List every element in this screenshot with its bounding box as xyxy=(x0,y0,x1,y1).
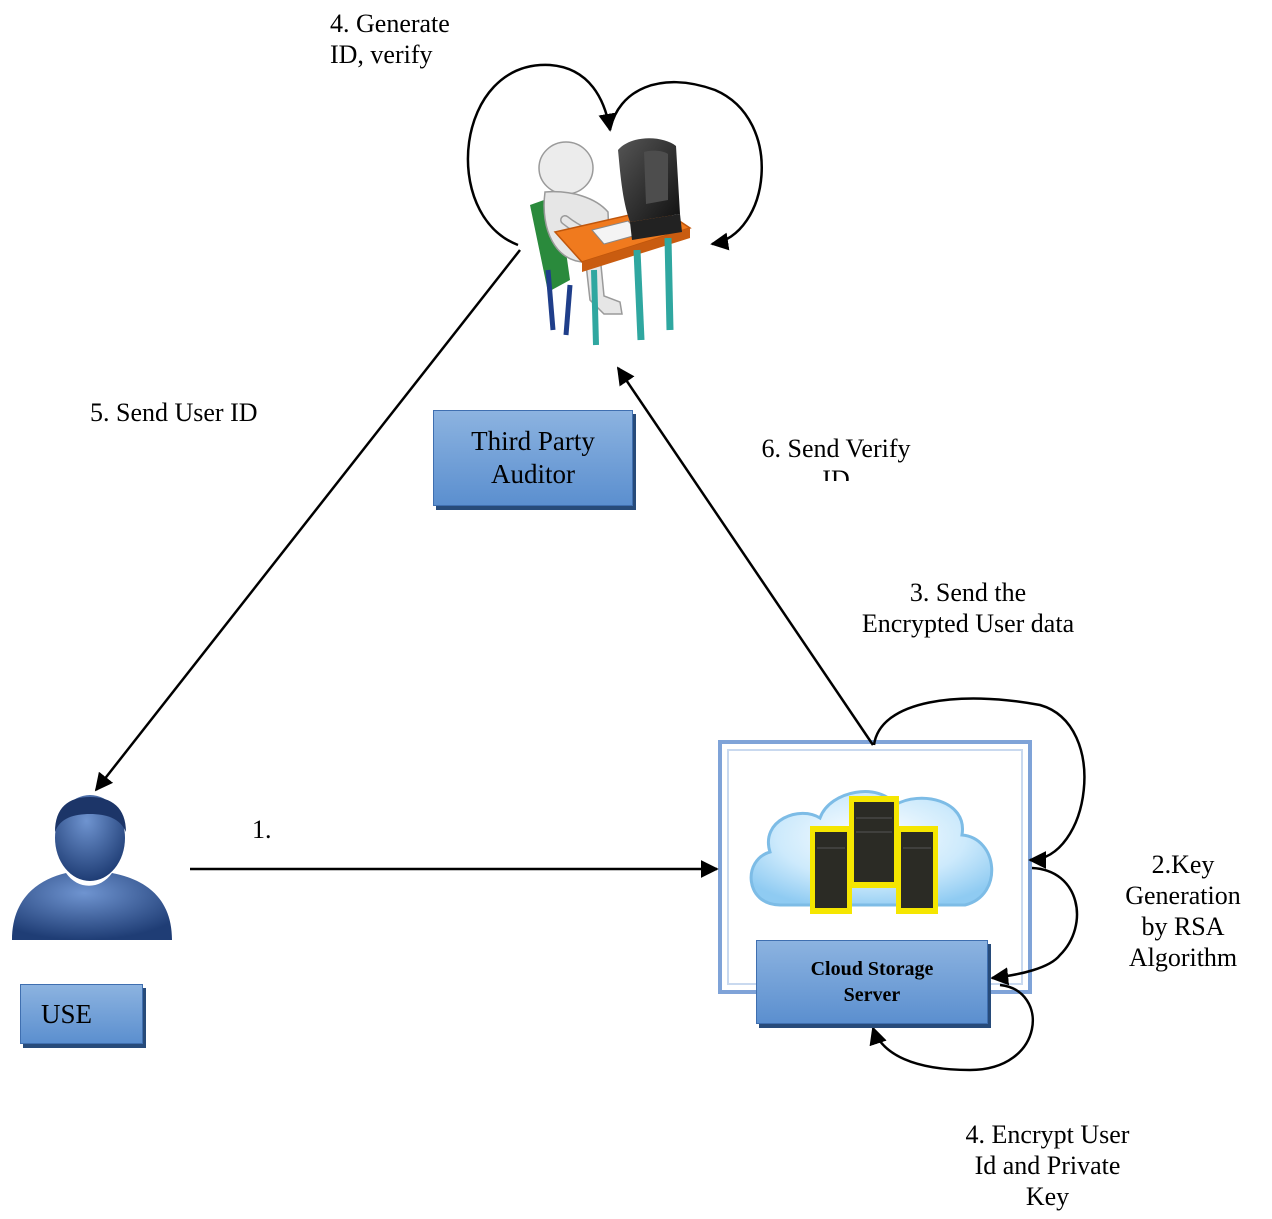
user-label: USE xyxy=(41,998,93,1029)
loop-server-keygen-2 xyxy=(990,866,1079,986)
step-6-label: 6. Send Verify ID xyxy=(761,434,911,481)
cloud-server-icon xyxy=(749,790,994,914)
server-label-line1: Cloud Storage xyxy=(810,958,934,980)
auditor-box: Third Party Auditor xyxy=(433,410,633,506)
step-4-encrypt-label: 4. Encrypt User Id and Private Key xyxy=(965,1120,1130,1211)
loop-auditor-right xyxy=(608,81,763,251)
loop-auditor-left xyxy=(466,63,617,247)
auditor-label-line2: Auditor xyxy=(491,459,575,489)
arrow-auditor-to-user xyxy=(94,249,521,792)
step-4-generate-label: 4. Generate ID, verify xyxy=(330,9,450,69)
auditor-illustration-icon xyxy=(530,138,692,346)
step-1-label: 1. xyxy=(252,815,272,844)
user-silhouette-icon xyxy=(12,795,172,940)
step-5-label: 5. Send User ID xyxy=(90,398,258,427)
loop-server-keygen xyxy=(872,697,1086,869)
arrow-server-to-auditor xyxy=(616,366,875,746)
step-3-label: 3. Send the Encrypted User data xyxy=(861,578,1075,638)
loop-server-encrypt xyxy=(869,983,1034,1072)
server-label-line2: Server xyxy=(843,984,901,1006)
step-2-label: 2.Key Generation by RSA Algorithm xyxy=(1125,850,1241,972)
server-box: Cloud Storage Server xyxy=(756,940,988,1024)
auditor-label-line1: Third Party xyxy=(471,426,595,456)
user-box: USE xyxy=(20,984,143,1044)
